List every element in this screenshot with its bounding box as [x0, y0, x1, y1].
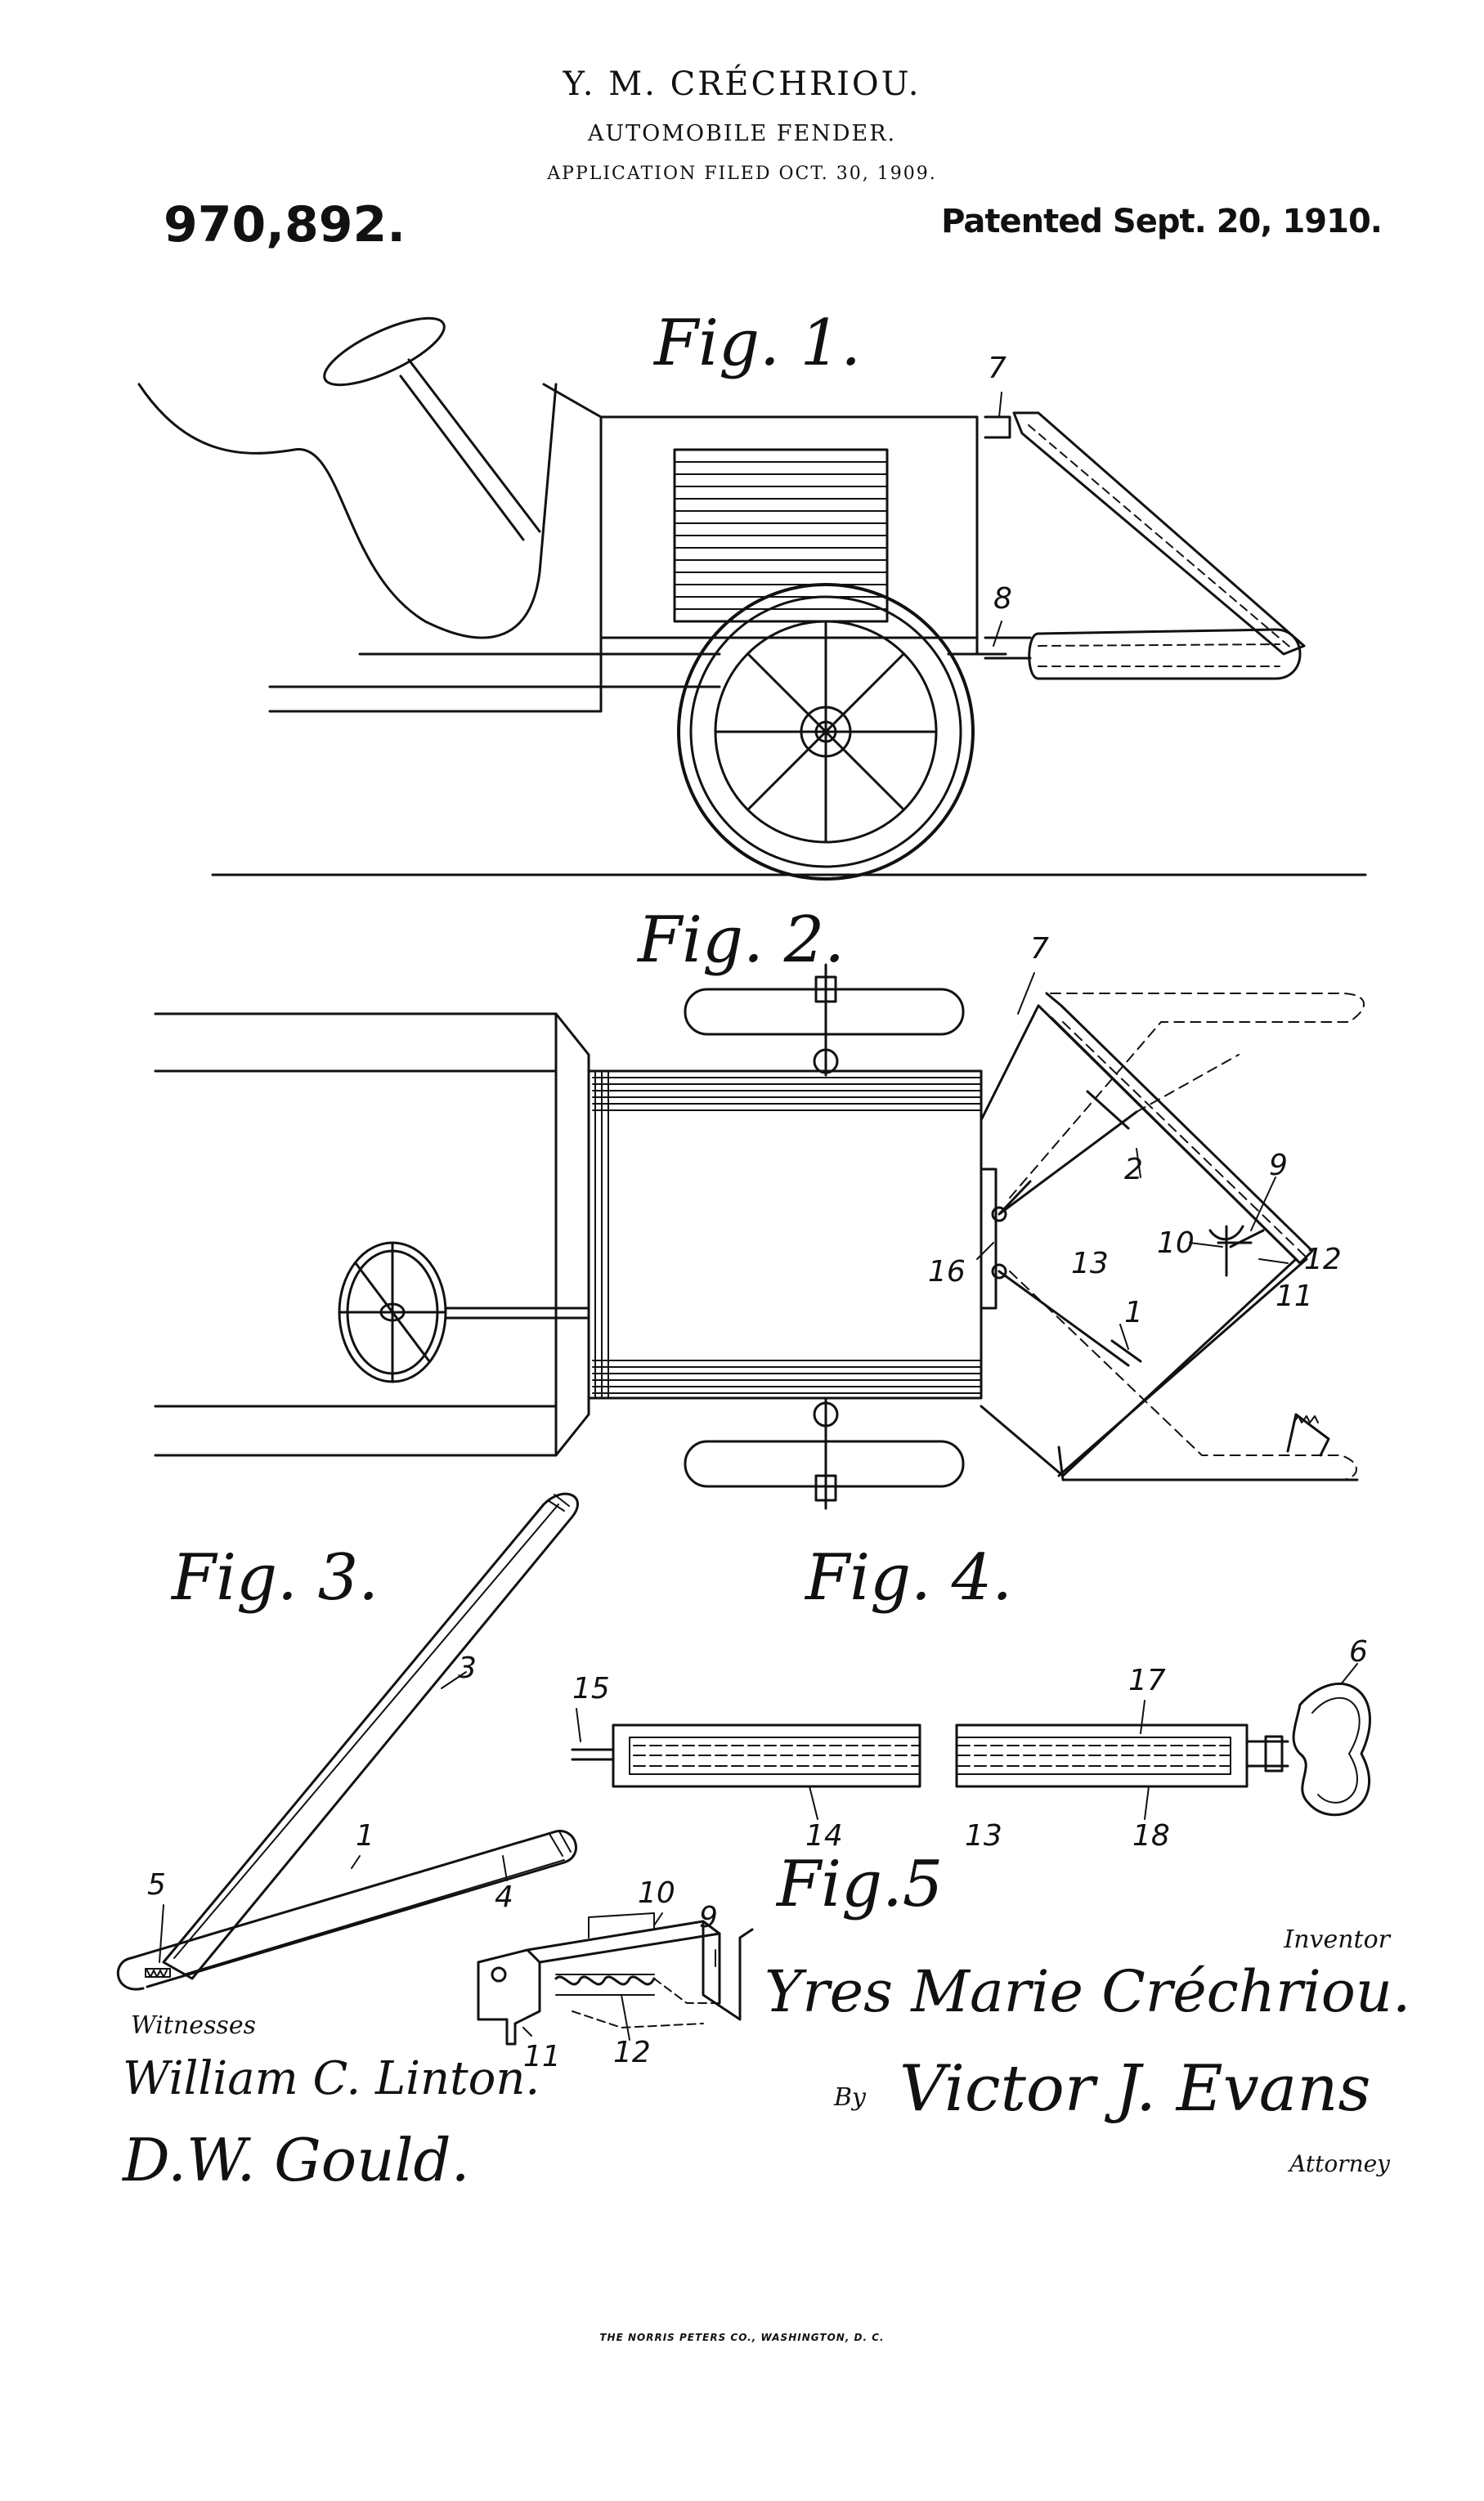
- application-filed: APPLICATION FILED OCT. 30, 1909.: [547, 164, 937, 184]
- attorney-signature: Victor J. Evans: [899, 2052, 1371, 2126]
- ref-numeral: 12: [613, 2036, 651, 2069]
- inventor-label: Inventor: [1284, 1925, 1390, 1954]
- attorney-label: Attorney: [1289, 2150, 1390, 2177]
- fig5-drawing: [477, 1912, 754, 2046]
- inventor-header: Y. M. CRÉCHRIOU.: [563, 65, 921, 103]
- by-label: By: [834, 2083, 866, 2112]
- ref-numeral: 13: [1071, 1247, 1109, 1280]
- ref-numeral: 3: [458, 1652, 477, 1685]
- printer-footer: THE NORRIS PETERS CO., WASHINGTON, D. C.: [599, 2332, 885, 2343]
- ref-numeral: 15: [572, 1672, 610, 1705]
- ref-numeral: 10: [1157, 1226, 1195, 1260]
- fig5-label: Fig.5: [777, 1848, 944, 1921]
- ref-numeral: 7: [988, 352, 1007, 385]
- ref-numeral: 11: [523, 2040, 561, 2073]
- ref-numeral: 2: [1124, 1153, 1143, 1186]
- fig3-label: Fig. 3.: [172, 1541, 379, 1615]
- ref-numeral: 9: [1269, 1149, 1288, 1182]
- fig1-drawing: [137, 316, 1367, 881]
- ref-numeral: 11: [1276, 1280, 1313, 1313]
- patent-date: Patented Sept. 20, 1910.: [941, 203, 1383, 240]
- ref-numeral: 13: [965, 1819, 1002, 1853]
- fig2-drawing: [154, 963, 1365, 1510]
- witnesses-label: Witnesses: [131, 2011, 256, 2040]
- ref-numeral: 18: [1132, 1819, 1170, 1853]
- ref-numeral: 1: [1124, 1296, 1143, 1329]
- ref-numeral: 14: [805, 1819, 843, 1853]
- fig1-label: Fig. 1.: [654, 307, 862, 380]
- ref-numeral: 12: [1304, 1243, 1342, 1276]
- invention-title: AUTOMOBILE FENDER.: [587, 121, 897, 146]
- ref-numeral: 8: [993, 582, 1012, 616]
- ref-numeral: 16: [928, 1255, 966, 1289]
- witness-signature-1: William C. Linton.: [123, 2052, 540, 2105]
- fig3-drawing: [117, 1492, 579, 1991]
- fig4-label: Fig. 4.: [805, 1541, 1013, 1615]
- ref-numeral: 9: [699, 1901, 718, 1934]
- ref-numeral: 7: [1030, 932, 1049, 966]
- fig2-label: Fig. 2.: [638, 903, 845, 977]
- ref-numeral: 1: [356, 1819, 374, 1853]
- ref-numeral: 6: [1349, 1635, 1368, 1669]
- inventor-signature: Yres Marie Créchriou.: [764, 1958, 1411, 2025]
- ref-numeral: 5: [147, 1868, 166, 1902]
- ref-numeral: 17: [1128, 1664, 1166, 1697]
- witness-signature-2: D.W. Gould.: [123, 2126, 470, 2194]
- patent-number: 970,892.: [164, 196, 406, 253]
- ref-numeral: 10: [638, 1876, 675, 1910]
- fig4-drawing: [571, 1682, 1371, 1817]
- ref-numeral: 4: [495, 1880, 513, 1914]
